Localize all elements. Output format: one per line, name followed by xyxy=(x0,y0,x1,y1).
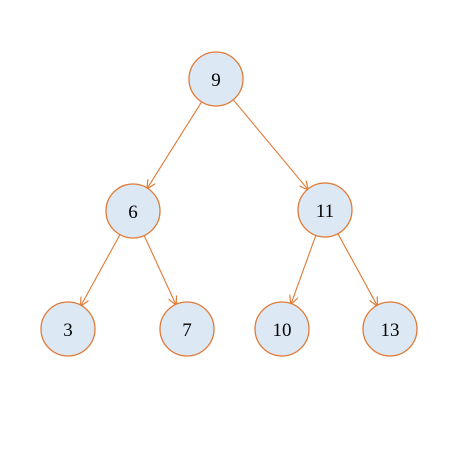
edge-n6-n3 xyxy=(81,234,121,306)
edge-n11-n10 xyxy=(291,235,317,303)
node-circle xyxy=(105,183,161,239)
tree-node-13: 13 xyxy=(362,301,418,357)
node-circle xyxy=(297,182,353,238)
edge-n11-n13 xyxy=(337,233,377,306)
node-label: 13 xyxy=(381,320,400,341)
node-label: 11 xyxy=(316,201,334,222)
node-circle xyxy=(362,301,418,357)
node-circle xyxy=(40,301,96,357)
node-label: 7 xyxy=(182,320,192,341)
node-label: 6 xyxy=(128,202,138,223)
tree-node-9: 9 xyxy=(188,51,244,107)
node-label: 3 xyxy=(63,320,73,341)
tree-node-6: 6 xyxy=(105,183,161,239)
node-label: 10 xyxy=(273,320,292,341)
tree-node-11: 11 xyxy=(297,182,353,238)
edge-n9-n11 xyxy=(232,99,307,189)
edges-group xyxy=(81,99,377,306)
node-circle xyxy=(254,301,310,357)
node-circle xyxy=(188,51,244,107)
node-circle xyxy=(159,301,215,357)
tree-node-3: 3 xyxy=(40,301,96,357)
tree-node-10: 10 xyxy=(254,301,310,357)
nodes-group: 9 6 11 3 7 10 13 xyxy=(40,51,418,357)
tree-node-7: 7 xyxy=(159,301,215,357)
edge-n9-n6 xyxy=(147,101,203,188)
edge-n6-n7 xyxy=(143,235,176,305)
node-label: 9 xyxy=(211,70,221,91)
